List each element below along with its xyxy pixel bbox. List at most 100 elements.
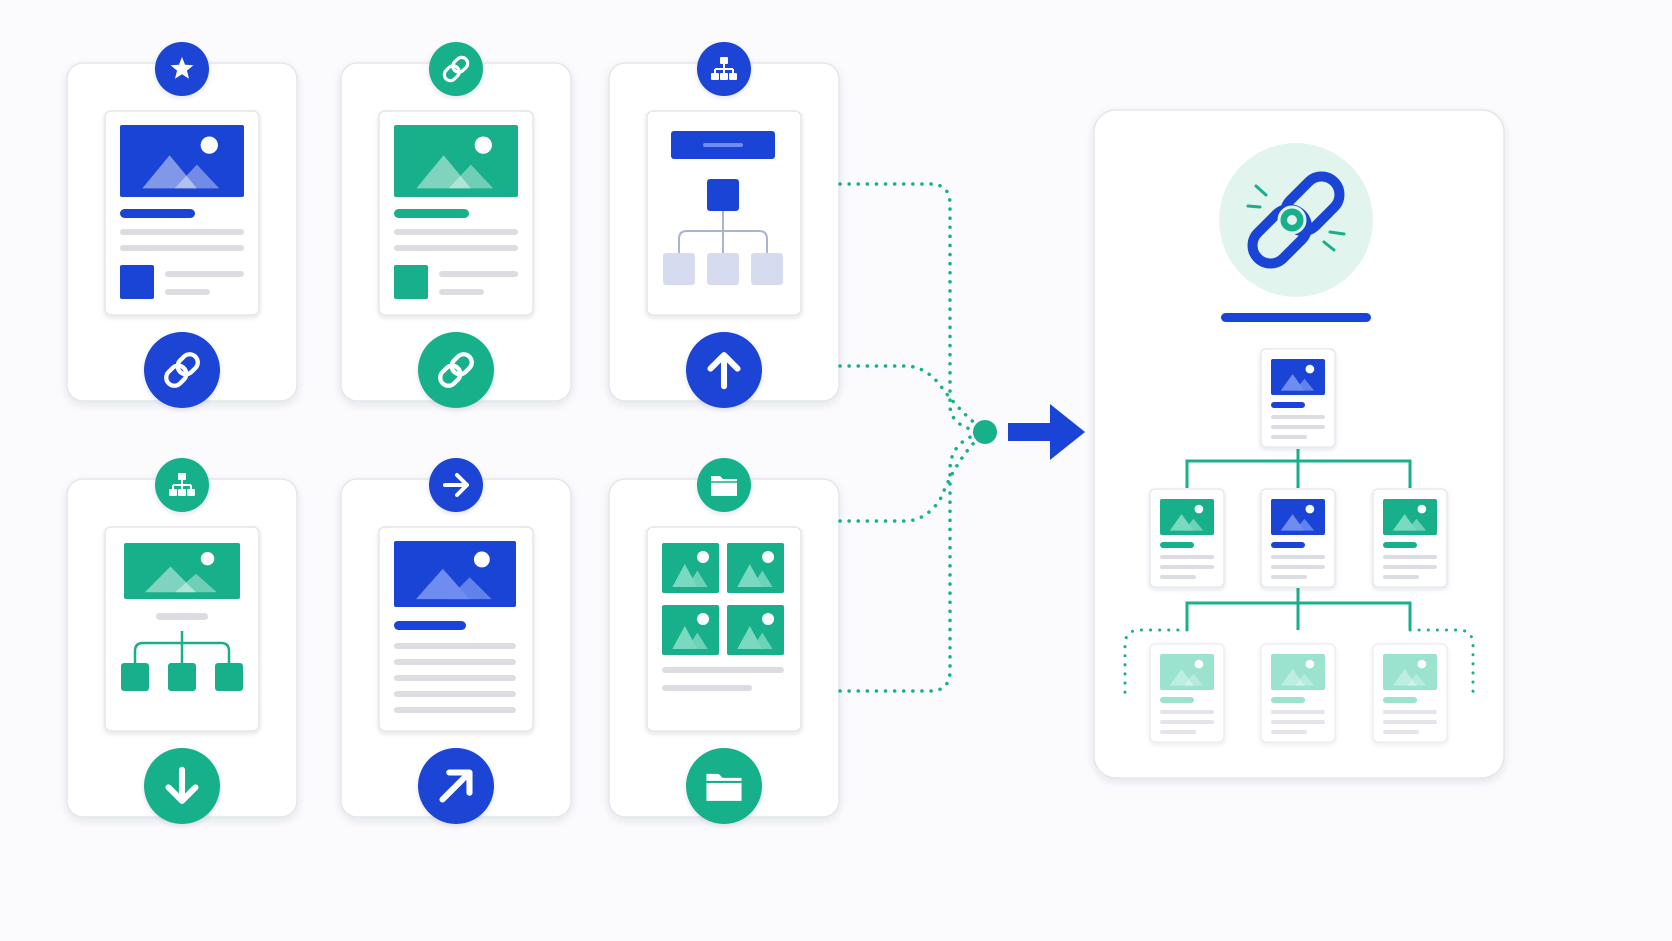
card-1 <box>66 42 298 408</box>
text-line <box>1271 435 1307 439</box>
text-line <box>394 643 516 649</box>
gallery-image <box>727 605 784 655</box>
hero-image <box>124 543 240 599</box>
node-heading <box>1271 542 1305 548</box>
text-line <box>1160 565 1214 569</box>
card-5 <box>340 458 572 824</box>
text-line <box>1271 425 1325 429</box>
thumbnail-square <box>394 265 428 299</box>
text-line <box>1271 730 1307 734</box>
connector-lines <box>678 211 768 253</box>
bottom-badge <box>686 748 762 824</box>
bottom-badge <box>144 332 220 408</box>
card-2 <box>340 42 572 408</box>
bottom-badge <box>418 748 494 824</box>
bottom-badge <box>686 332 762 408</box>
arrow-up-right-icon <box>439 769 473 803</box>
connector-3 <box>838 430 987 523</box>
node-heading <box>1271 402 1305 408</box>
node-image <box>1271 359 1325 395</box>
node-image <box>1271 654 1325 690</box>
connector-1 <box>838 182 987 434</box>
dotted-branch-right <box>1408 628 1475 702</box>
top-badge <box>697 458 751 512</box>
node-heading <box>1271 697 1305 703</box>
spark <box>1322 240 1336 252</box>
child-node <box>121 663 149 691</box>
node-image <box>1160 654 1214 690</box>
text-line <box>703 143 743 147</box>
text-line <box>1271 555 1325 559</box>
child-node <box>751 253 783 285</box>
text-line <box>1160 730 1196 734</box>
text-line <box>1271 720 1325 724</box>
tree-connector-1 <box>1185 449 1412 488</box>
card-6 <box>608 458 840 824</box>
sitemap-icon <box>169 473 195 496</box>
link-icon <box>442 55 470 83</box>
title-underline <box>1221 313 1371 322</box>
parent-node <box>707 179 739 211</box>
arrow-right-icon <box>1008 404 1085 460</box>
top-badge <box>429 458 483 512</box>
text-line <box>1271 710 1325 714</box>
text-line <box>120 245 244 251</box>
node-heading <box>1160 697 1194 703</box>
tree-node-card <box>1372 488 1448 588</box>
text-line <box>662 685 752 691</box>
top-badge <box>429 42 483 96</box>
text-line <box>156 613 208 620</box>
hero-image <box>120 125 244 197</box>
text-line <box>394 659 516 665</box>
text-line <box>1383 730 1419 734</box>
node-image <box>1383 499 1437 535</box>
connector-4 <box>838 430 987 693</box>
card-3 <box>608 42 840 408</box>
dotted-connectors <box>838 182 997 693</box>
text-line <box>120 229 244 235</box>
child-node <box>663 253 695 285</box>
child-node <box>215 663 243 691</box>
star-icon <box>170 57 194 79</box>
folder-icon <box>711 476 737 496</box>
node-image <box>1160 499 1214 535</box>
text-line <box>1271 565 1325 569</box>
thumbnail-square <box>120 265 154 299</box>
text-line <box>439 271 518 277</box>
gallery-image <box>662 543 719 593</box>
text-line <box>439 289 484 295</box>
tree-node-card <box>1260 488 1336 588</box>
top-badge <box>697 42 751 96</box>
folder-icon <box>706 773 742 801</box>
text-line <box>1160 720 1214 724</box>
connector-2 <box>838 364 987 434</box>
text-line <box>394 229 518 235</box>
child-node <box>707 253 739 285</box>
arrow-down-icon <box>165 766 199 804</box>
connector-lines <box>133 631 231 663</box>
top-badge <box>155 42 209 96</box>
card-4 <box>66 458 298 824</box>
text-line <box>1160 555 1214 559</box>
sitemap-icon <box>711 57 737 80</box>
text-line <box>1160 710 1214 714</box>
child-node <box>168 663 196 691</box>
arrow-up-icon <box>707 352 741 390</box>
top-badge <box>155 458 209 512</box>
node-heading <box>1383 542 1417 548</box>
tree-node-card <box>1149 488 1225 588</box>
result-panel <box>1093 109 1505 779</box>
hierarchy-tree <box>1123 348 1475 743</box>
text-line <box>1271 415 1325 419</box>
text-line <box>165 289 210 295</box>
link-icon <box>438 352 474 388</box>
text-line <box>165 271 244 277</box>
text-line <box>1383 710 1437 714</box>
spark <box>1254 184 1268 197</box>
tree-node-card <box>1372 643 1448 743</box>
tree-connector-2 <box>1185 588 1412 630</box>
bottom-badge <box>418 332 494 408</box>
hero-image <box>394 125 518 197</box>
gallery-image <box>662 605 719 655</box>
